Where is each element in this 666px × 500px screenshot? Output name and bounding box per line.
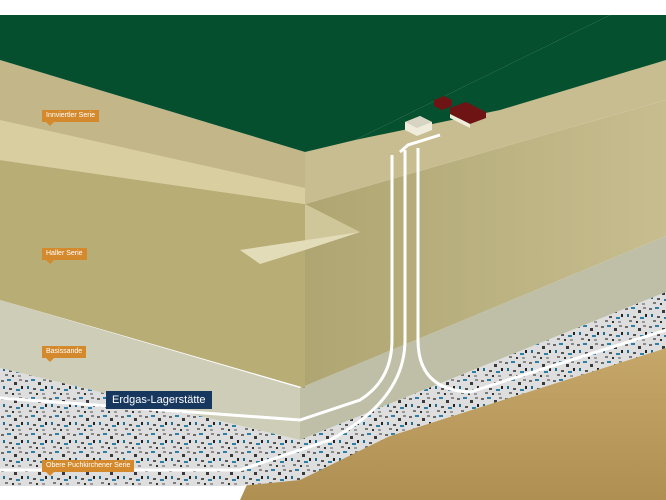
- innviertler-right: [305, 60, 666, 204]
- bedrock-layer: [240, 348, 666, 500]
- well-bore-middle: [0, 150, 407, 472]
- drill-site-buildings: [405, 96, 486, 136]
- basissande-front: [0, 300, 300, 440]
- label-basissande: Basissande: [42, 346, 87, 362]
- label-obere-puchkirchener-serie: Obere Puchkirchener Serie: [42, 460, 135, 476]
- well-bore-left: [0, 133, 441, 422]
- reservoir-gravel-right: [300, 292, 666, 480]
- surface-plateau: [0, 15, 610, 152]
- reservoir-gravel-front: [0, 368, 300, 486]
- label-haller-serie: Haller Serie: [42, 248, 87, 264]
- haller-front: [0, 160, 305, 388]
- haller-step-light: [240, 232, 360, 264]
- well-bore-right: [416, 148, 666, 394]
- label-innviertler-serie: Innviertler Serie: [42, 110, 100, 126]
- label-erdgas-lagerstaette: Erdgas-Lagerstätte: [106, 391, 212, 409]
- surface-plateau-right: [355, 15, 666, 140]
- innviertler-light-band: [0, 120, 305, 204]
